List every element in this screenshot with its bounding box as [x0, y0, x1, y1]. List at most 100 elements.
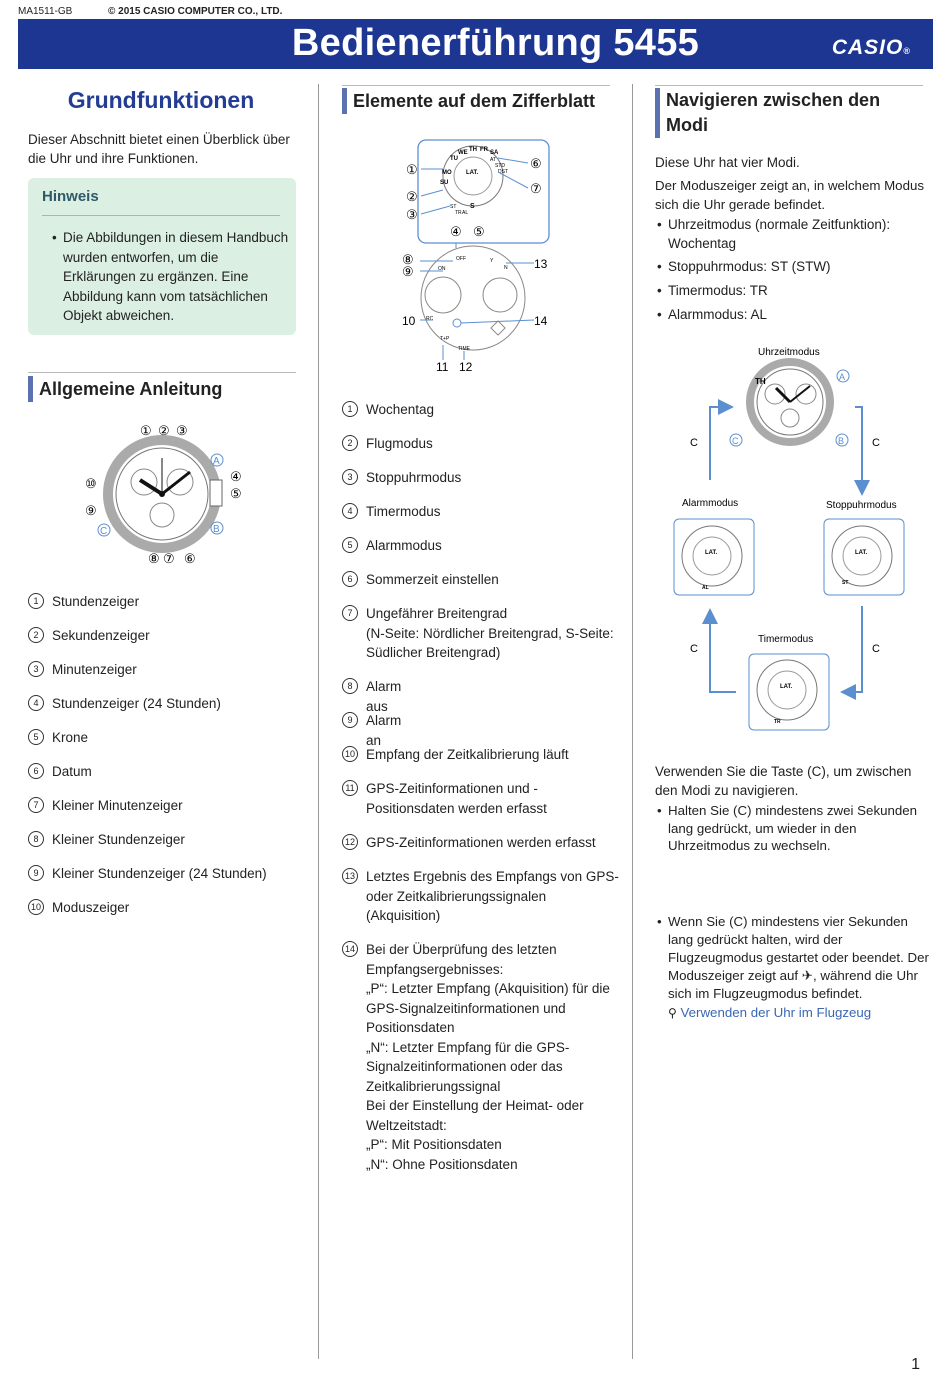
svg-text:⑧: ⑧ — [402, 252, 414, 267]
svg-text:C: C — [690, 437, 698, 449]
svg-text:C: C — [872, 437, 880, 449]
page-number: 1 — [911, 1356, 920, 1373]
label-uhrzeitmodus: Uhrzeitmodus — [758, 347, 820, 358]
svg-text:AT: AT — [490, 157, 496, 163]
svg-text:ST: ST — [450, 204, 456, 210]
svg-text:C: C — [872, 643, 880, 655]
svg-text:TR: TR — [774, 719, 781, 725]
section-elemente: Elemente auf dem Zifferblatt — [342, 88, 615, 114]
callout-12: 12 — [459, 360, 473, 374]
callout-14: 14 — [534, 314, 548, 328]
svg-text:LAT.: LAT. — [780, 684, 793, 690]
callout-10: 10 — [402, 314, 416, 328]
hint-title: Hinweis — [42, 188, 99, 205]
callout-7: ⑦ — [163, 551, 175, 566]
mode-navigation-diagram: Uhrzeitmodus TH A B C C C Alarmmodus LAT… — [673, 347, 905, 731]
link-flugzeugmodus[interactable]: Verwenden der Uhr im Flugzeug — [680, 1004, 872, 1020]
callout-13: 13 — [534, 257, 548, 271]
page-title: Bedienerführung 5455 — [291, 22, 700, 64]
callout-2: ② — [158, 423, 170, 438]
svg-text:RC: RC — [426, 316, 434, 322]
label-alarmmodus: Alarmmodus — [682, 498, 738, 509]
hint-box: Hinweis Die Abbildungen in diesem Handbu… — [28, 178, 296, 335]
airplane-icon: ✈ — [801, 967, 813, 983]
copyright: © 2015 CASIO COMPUTER CO., LTD. — [108, 6, 283, 17]
section-rule — [342, 85, 610, 86]
svg-text:SA: SA — [490, 150, 499, 156]
svg-text:MO: MO — [442, 170, 452, 176]
svg-text:LAT.: LAT. — [855, 550, 868, 556]
callout-8: ⑧ — [148, 551, 160, 566]
svg-text:WE: WE — [458, 150, 468, 156]
svg-text:B: B — [838, 436, 844, 446]
callout-9: ⑨ — [85, 503, 97, 518]
intro-text: Dieser Abschnitt bietet einen Überblick … — [28, 132, 290, 166]
section-navigieren: Navigieren zwischen den Modi — [655, 88, 916, 138]
svg-text:S: S — [470, 203, 475, 210]
svg-text:ST: ST — [842, 580, 848, 586]
title-banner: Bedienerführung 5455 CASIO® — [18, 19, 933, 69]
list-item: Uhrzeitmodus (normale Zeitfunktion): Woc… — [655, 215, 930, 253]
hint-divider — [42, 215, 280, 216]
svg-text:LAT.: LAT. — [705, 550, 718, 556]
magnifier-icon: ⚲ — [668, 1005, 677, 1020]
dial-illustration: TU WE TH FR SA MO SU LAT. AT STD DST ST … — [402, 139, 550, 374]
callout-6: ⑥ — [184, 551, 196, 566]
svg-text:⑦: ⑦ — [530, 181, 542, 196]
svg-text:N: N — [504, 265, 508, 271]
svg-text:DST: DST — [498, 169, 508, 175]
list-item: Wenn Sie (C) mindestens vier Sekunden la… — [655, 913, 933, 1022]
button-a-label: A — [213, 456, 220, 467]
svg-text:TH: TH — [755, 377, 766, 386]
section-rule — [28, 372, 296, 373]
svg-text:①: ① — [406, 162, 418, 177]
callout-10: ⑩ — [85, 476, 97, 491]
watch-front-illustration: ① ② ③ ④ ⑤ ⑥ ⑦ ⑧ ⑨ ⑩ A B C — [85, 423, 242, 566]
casio-logo: CASIO® — [831, 36, 911, 59]
svg-text:TU: TU — [450, 156, 458, 162]
svg-text:LAT.: LAT. — [466, 170, 479, 176]
modes-list: Uhrzeitmodus (normale Zeitfunktion): Woc… — [655, 215, 930, 324]
document-code: MA1511-GB — [18, 6, 73, 17]
svg-text:⑨: ⑨ — [402, 264, 414, 279]
section-rule — [655, 85, 923, 86]
svg-text:AL: AL — [462, 210, 468, 216]
button-b-label: B — [213, 524, 220, 535]
svg-text:④: ④ — [450, 224, 462, 239]
svg-text:STD: STD — [495, 163, 505, 169]
callout-11: 11 — [436, 360, 449, 374]
svg-text:FR: FR — [480, 147, 489, 153]
svg-text:⑥: ⑥ — [530, 156, 542, 171]
paragraph-button-c: Verwenden Sie die Taste (C), um zwischen… — [655, 764, 912, 798]
svg-text:③: ③ — [406, 207, 418, 222]
list-item: Alarmmodus: AL — [655, 305, 930, 324]
paragraph-modes-count: Diese Uhr hat vier Modi. — [655, 155, 800, 170]
section-allgemeine-anleitung: Allgemeine Anleitung — [28, 376, 299, 402]
svg-text:T+P: T+P — [440, 336, 450, 342]
column-divider — [632, 84, 633, 1359]
svg-text:Y: Y — [490, 258, 494, 264]
svg-text:SU: SU — [440, 180, 448, 186]
svg-text:TH: TH — [469, 147, 477, 153]
column-divider — [318, 84, 319, 1359]
label-timermodus: Timermodus — [758, 634, 813, 645]
svg-text:OFF: OFF — [456, 256, 466, 262]
svg-text:⑤: ⑤ — [473, 224, 485, 239]
svg-text:TIME: TIME — [458, 346, 471, 352]
svg-text:A: A — [839, 372, 845, 382]
svg-text:②: ② — [406, 189, 418, 204]
list-item: Halten Sie (C) mindestens zwei Sekunden … — [655, 802, 933, 855]
svg-text:AL: AL — [702, 585, 709, 591]
callout-3: ③ — [176, 423, 188, 438]
svg-text:C: C — [732, 436, 739, 446]
label-stoppuhrmodus: Stoppuhrmodus — [826, 500, 897, 511]
svg-text:C: C — [690, 643, 698, 655]
button-c-label: C — [100, 526, 107, 537]
hint-text: Die Abbildungen in diesem Handbuch wurde… — [50, 228, 293, 326]
list-item: Timermodus: TR — [655, 281, 930, 300]
callout-1: ① — [140, 423, 152, 438]
heading-grundfunktionen: Grundfunktionen — [67, 87, 255, 113]
callout-4: ④ — [230, 469, 242, 484]
list-item: Stoppuhrmodus: ST (STW) — [655, 257, 930, 276]
paragraph-mode-pointer: Der Moduszeiger zeigt an, in welchem Mod… — [655, 178, 925, 212]
